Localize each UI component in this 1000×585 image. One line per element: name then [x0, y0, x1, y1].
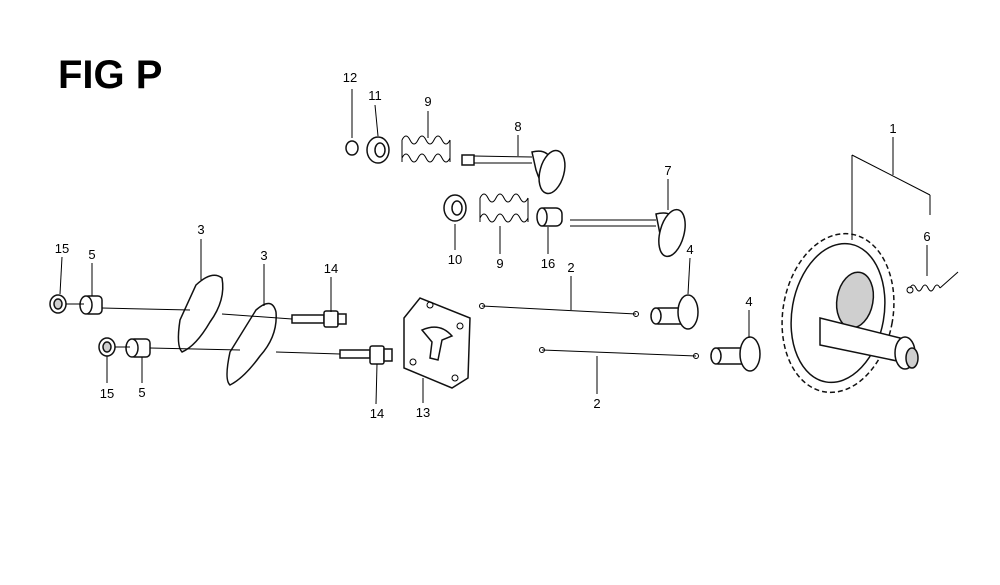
- callout-7: 7: [664, 163, 671, 178]
- part-6-spring-pin: [906, 271, 959, 294]
- part-14-bolt-lower: [339, 345, 393, 365]
- part-8-valve-exhaust: [461, 149, 566, 195]
- figure-title: FIG P: [58, 53, 162, 97]
- part-2-push-rod-lower: [539, 347, 699, 359]
- callout-4-upper: 4: [686, 242, 693, 257]
- callout-8: 8: [514, 119, 521, 134]
- callout-2-lower: 2: [593, 396, 600, 411]
- part-3-rocker-arm-upper: [177, 274, 224, 353]
- callout-15-upper: 15: [55, 241, 69, 256]
- part-14-bolt-upper: [291, 310, 347, 328]
- callout-6: 6: [923, 229, 930, 244]
- part-5-pivot-lower: [125, 338, 151, 358]
- leader-lines: [59, 89, 928, 405]
- part-5-pivot-upper: [79, 295, 103, 315]
- part-15-nut-lower: [98, 337, 116, 357]
- part-4-tappet-upper: [650, 294, 699, 330]
- part-16-valve-guide: [536, 207, 563, 227]
- callout-4-lower: 4: [745, 294, 752, 309]
- part-7-valve-intake: [570, 208, 686, 258]
- part-13-guide-plate: [403, 297, 471, 389]
- callout-16: 16: [541, 256, 555, 271]
- part-1-camshaft-gear: [781, 232, 919, 394]
- callout-15-lower: 15: [100, 386, 114, 401]
- part-4-tappet-lower: [710, 336, 761, 372]
- axis-line-upper-2: [101, 307, 191, 311]
- callout-11: 11: [368, 88, 382, 103]
- callout-1: 1: [889, 121, 896, 136]
- part-2-push-rod-upper: [479, 303, 639, 317]
- callout-5-upper: 5: [88, 247, 95, 262]
- callout-2-upper: 2: [567, 260, 574, 275]
- leader-1-bracket: [851, 154, 931, 196]
- part-15-nut-upper: [49, 294, 67, 314]
- part-12-cotter: [345, 140, 359, 156]
- callout-13: 13: [416, 405, 430, 420]
- callout-14-lower: 14: [370, 406, 384, 421]
- callout-10: 10: [448, 252, 462, 267]
- callout-5-lower: 5: [138, 385, 145, 400]
- callout-9-lower: 9: [496, 256, 503, 271]
- axis-line-lower-3: [275, 351, 341, 355]
- part-9-spring-lower: [479, 193, 529, 223]
- part-11-retainer: [366, 136, 390, 164]
- callout-3-upper: 3: [197, 222, 204, 237]
- axis-line-lower-2: [149, 347, 241, 351]
- axis-line-upper-3: [221, 313, 293, 320]
- callout-14-upper: 14: [324, 261, 338, 276]
- part-3-rocker-arm-lower: [226, 302, 277, 386]
- part-10-retainer: [443, 194, 467, 222]
- callout-9-upper: 9: [424, 94, 431, 109]
- part-9-spring-upper: [401, 135, 451, 163]
- callout-12: 12: [343, 70, 357, 85]
- callout-3-lower: 3: [260, 248, 267, 263]
